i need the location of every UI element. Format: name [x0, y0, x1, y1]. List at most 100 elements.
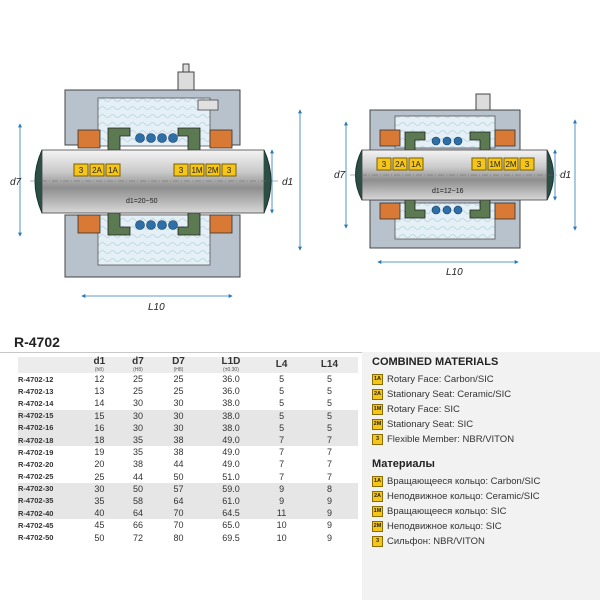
material-text: Неподвижное кольцо: SIC [387, 520, 502, 532]
left-bolt [197, 99, 219, 111]
cell-l4: 5 [262, 421, 301, 434]
cell-model: R-4702-20 [18, 459, 54, 469]
header-col-3: D7(H8) [157, 356, 199, 374]
right-tag-2m: 2M [505, 160, 516, 169]
cell-l14: 8 [300, 482, 358, 495]
cell-l14: 9 [300, 507, 358, 520]
cell-model: R-4702-50 [18, 533, 54, 543]
left-tag-1m: 1M [191, 166, 202, 175]
cell-l14: 9 [326, 532, 332, 543]
part-tag-badge: 2M [372, 418, 383, 430]
material-text: Rotary Face: SIC [387, 403, 460, 415]
cell-l1d: 64.5 [199, 507, 263, 520]
cell-model: R-4702-16 [18, 421, 80, 434]
cell-l1d: 38.0 [222, 398, 240, 409]
materials-ru-title: Материалы [372, 458, 435, 470]
cell-d1: 13 [94, 386, 105, 397]
cell-l1d: 38.0 [199, 421, 263, 434]
left-fitting [177, 71, 195, 91]
cell-l4: 11 [262, 507, 301, 520]
cell-l14: 7 [326, 447, 332, 458]
cell-d1: 40 [80, 507, 119, 520]
cell-model: R-4702-19 [18, 447, 54, 457]
header-col-5: L4 [262, 357, 301, 373]
cell-d1: 12 [94, 374, 105, 385]
header-label: D7 [172, 356, 185, 367]
cell-d7: 35 [132, 447, 143, 458]
cell-d7: 30 [157, 421, 200, 434]
right-tag-3b: 3 [477, 160, 482, 169]
right-dimensions: d7 d1 L10 d1=12~16 [334, 119, 577, 278]
cell-d7: 25 [173, 386, 184, 397]
right-range-label: d1=12~16 [432, 188, 464, 195]
right-part-tags: 3 2A 1A 3 1M 2M 3 [376, 157, 535, 171]
left-seal-assembly [30, 63, 280, 278]
left-tag-1a: 1A [108, 166, 118, 175]
cell-l14: 5 [326, 374, 332, 385]
cell-d7: 30 [118, 421, 158, 434]
cell-d7: 44 [173, 459, 184, 470]
cell-d7: 25 [173, 374, 184, 385]
cell-l4: 10 [276, 520, 287, 531]
cell-l4: 5 [279, 374, 285, 385]
cell-l1d: 49.0 [222, 447, 240, 458]
cell-l4: 5 [279, 398, 285, 409]
cell-l1d: 49.0 [222, 459, 240, 470]
cell-l4: 5 [262, 409, 301, 422]
left-seat-ring-top-left [77, 129, 101, 149]
cell-d1: 35 [80, 494, 119, 508]
header-col-2: d7(H8) [119, 356, 158, 374]
cell-d7: 80 [173, 532, 184, 543]
cell-l14: 9 [300, 494, 358, 508]
cell-d7: 70 [173, 520, 184, 531]
cell-l1d: 36.0 [222, 386, 240, 397]
cell-d7: 30 [173, 398, 184, 409]
right-tag-3c: 3 [525, 160, 530, 169]
cell-d1: 30 [80, 482, 119, 495]
header-label: d7 [132, 356, 144, 367]
header-model [18, 357, 80, 373]
cell-d7: 30 [157, 409, 200, 422]
cell-d1: 25 [94, 471, 105, 482]
left-d1-label: d1 [282, 177, 293, 188]
right-tag-3a: 3 [382, 160, 387, 169]
cell-model: R-4702-40 [18, 507, 80, 520]
cell-d1: 15 [80, 409, 119, 422]
cell-d7: 64 [118, 507, 158, 520]
material-text: Stationary Seat: Ceramic/SIC [387, 388, 512, 400]
cell-d1: 20 [94, 459, 105, 470]
cell-l4: 10 [276, 532, 287, 543]
cell-l4: 9 [262, 482, 301, 495]
material-text: Rotary Face: Carbon/SIC [387, 373, 494, 385]
cell-d7: 66 [132, 520, 143, 531]
cell-l1d: 36.0 [222, 374, 240, 385]
cell-l1d: 49.0 [199, 433, 263, 447]
header-tolerance: (±0.30) [223, 367, 239, 373]
cell-l14: 7 [326, 459, 332, 470]
cell-l14: 5 [300, 421, 358, 434]
right-L10-label: L10 [446, 267, 463, 278]
cell-model: R-4702-45 [18, 520, 54, 530]
cell-d7: 35 [118, 433, 158, 447]
cell-l14: 7 [300, 433, 358, 447]
material-text: Stationary Seat: SIC [387, 418, 474, 430]
cell-l1d: 65.0 [222, 520, 240, 531]
cell-d1: 45 [94, 520, 105, 531]
cell-d7: 50 [118, 482, 158, 495]
cell-l1d: 69.5 [222, 532, 240, 543]
combined-materials-title: COMBINED MATERIALS [372, 356, 499, 368]
cell-d1: 50 [94, 532, 105, 543]
right-d7-label: d7 [334, 170, 346, 181]
